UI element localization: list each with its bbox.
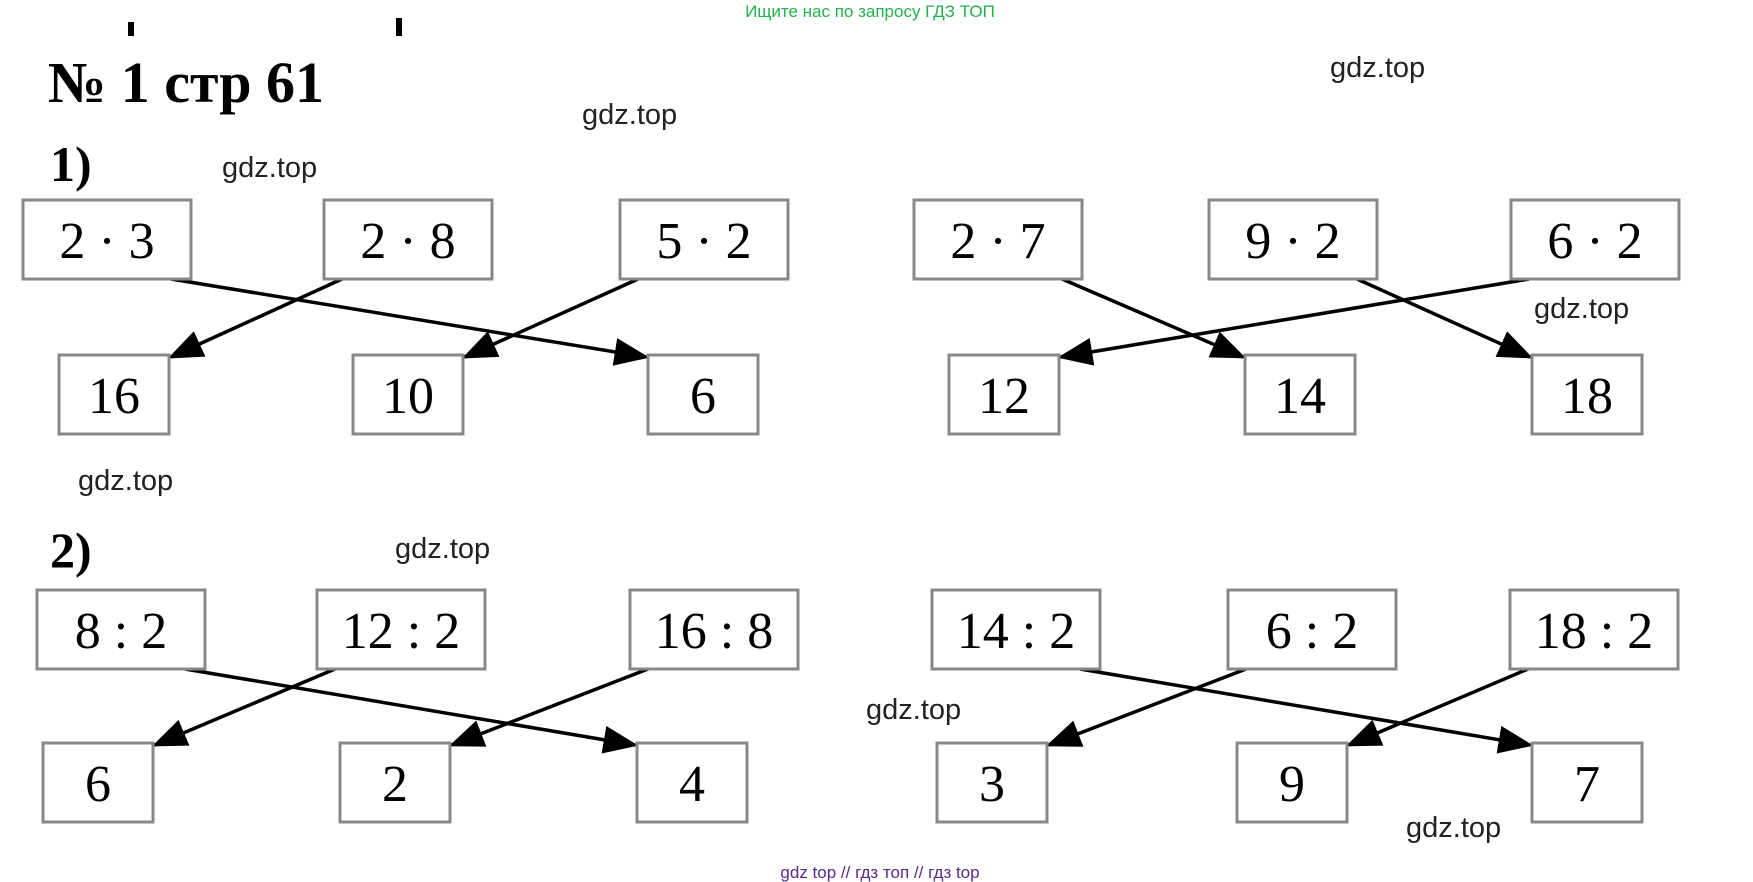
expression-text: 2 · 8	[360, 213, 455, 270]
cropped-heading-fragment	[396, 18, 402, 36]
result-text: 3	[979, 756, 1005, 813]
part-label: 2)	[50, 522, 92, 578]
result-box	[1530, 353, 1644, 436]
part-label: 1)	[50, 136, 92, 192]
match-arrow	[1061, 277, 1247, 359]
match-arrow	[1045, 667, 1247, 747]
result-box	[351, 353, 465, 436]
expression-box	[628, 588, 800, 671]
expression-text: 12 : 2	[342, 603, 460, 660]
expression-box	[1226, 588, 1398, 671]
expression-box	[930, 588, 1102, 671]
expression-text: 2 · 7	[950, 213, 1045, 270]
watermark: gdz.top	[1330, 52, 1425, 84]
match-arrow	[461, 277, 639, 359]
result-box	[41, 741, 155, 824]
expression-text: 18 : 2	[1535, 603, 1653, 660]
result-box	[1530, 741, 1644, 824]
expression-box	[21, 198, 193, 281]
expression-box	[1508, 588, 1680, 671]
arrows-layer	[151, 277, 1534, 754]
expression-text: 16 : 8	[655, 603, 773, 660]
result-text: 7	[1574, 756, 1600, 813]
watermark: gdz.top	[582, 99, 677, 131]
watermark: gdz.top	[866, 694, 961, 726]
cropped-heading-fragment	[128, 22, 134, 36]
expression-text: 8 : 2	[75, 603, 167, 660]
match-arrow	[170, 277, 650, 366]
expression-box	[35, 588, 207, 671]
result-box	[935, 741, 1049, 824]
result-text: 10	[382, 368, 434, 425]
result-box	[338, 741, 452, 824]
footer-links: gdz top // гдз топ // гдз top	[780, 863, 979, 882]
expression-box	[618, 198, 790, 281]
result-text: 4	[679, 756, 705, 813]
part-1-group-2: 2 · 7 9 · 2 6 · 2 12 14 18	[912, 198, 1681, 436]
match-arrow	[184, 667, 639, 754]
match-arrow	[1079, 667, 1534, 754]
expression-text: 6 · 2	[1547, 213, 1642, 270]
watermark: gdz.top	[1406, 812, 1501, 844]
match-arrow	[167, 277, 343, 359]
result-text: 16	[88, 368, 140, 425]
part-2-group-1: 8 : 2 12 : 2 16 : 8 6 2 4	[35, 588, 800, 824]
result-text: 14	[1274, 368, 1326, 425]
match-arrow	[1345, 667, 1529, 747]
match-arrow	[151, 667, 336, 747]
expression-box	[1509, 198, 1681, 281]
result-box	[635, 741, 749, 824]
result-text: 2	[382, 756, 408, 813]
match-arrow	[448, 667, 649, 747]
expression-text: 14 : 2	[957, 603, 1075, 660]
watermark: gdz.top	[395, 533, 490, 565]
result-text: 6	[85, 756, 111, 813]
expression-box	[322, 198, 494, 281]
match-arrow	[1356, 277, 1534, 359]
watermark: gdz.top	[78, 465, 173, 497]
watermark: gdz.top	[1534, 293, 1629, 325]
result-text: 6	[690, 368, 716, 425]
part-2-group-2: 14 : 2 6 : 2 18 : 2 3 9 7	[930, 588, 1680, 824]
result-box	[646, 353, 760, 436]
result-box	[947, 353, 1061, 436]
result-box	[1243, 353, 1357, 436]
result-box	[1235, 741, 1349, 824]
expression-box	[912, 198, 1084, 281]
expression-text: 9 · 2	[1245, 213, 1340, 270]
expression-box	[315, 588, 487, 671]
expression-text: 6 : 2	[1266, 603, 1358, 660]
part-1-group-1: 2 · 3 2 · 8 5 · 2 16 10 6	[21, 198, 790, 436]
search-hint: Ищите нас по запросу ГДЗ ТОП	[745, 2, 995, 21]
result-text: 12	[978, 368, 1030, 425]
result-text: 9	[1279, 756, 1305, 813]
result-text: 18	[1561, 368, 1613, 425]
expression-text: 2 · 3	[59, 213, 154, 270]
result-box	[57, 353, 171, 436]
page-title: № 1 стр 61	[48, 50, 324, 115]
expression-text: 5 · 2	[656, 213, 751, 270]
expression-box	[1207, 198, 1379, 281]
match-arrow	[1057, 277, 1530, 366]
watermark: gdz.top	[222, 152, 317, 184]
